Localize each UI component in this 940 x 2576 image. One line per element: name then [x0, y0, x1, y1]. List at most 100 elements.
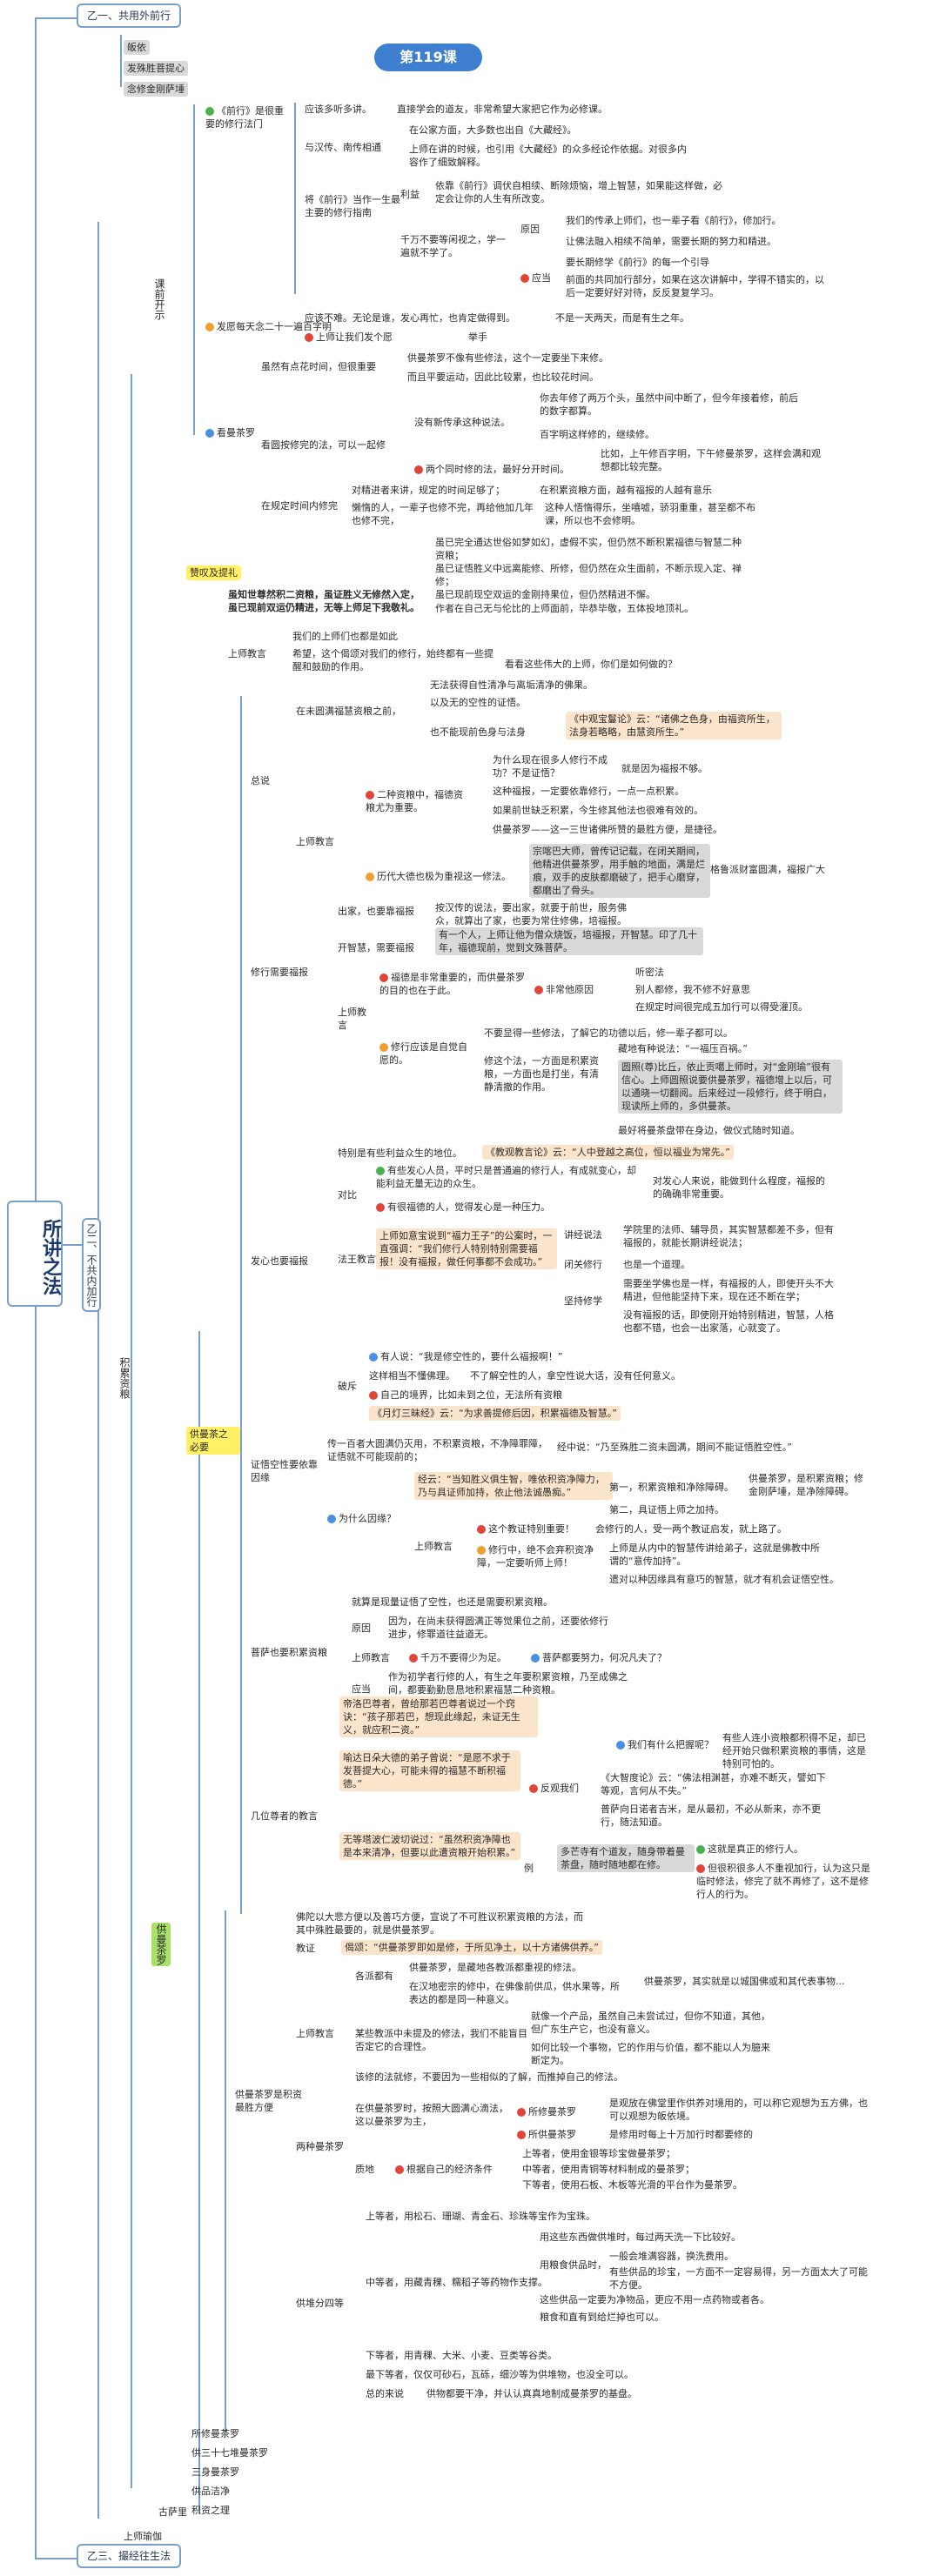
nec-elder-c1b: 但很积很多人不重视加行，认为这只是临时修法，修完了就不再修了，这不是修行人的行为…: [696, 1863, 870, 1900]
nec-proof-head[interactable]: 证悟空性要依靠因缘: [251, 1459, 318, 1483]
nec-need-c1: 福德是非常重要的，而供曼茶罗的目的也在于此。: [379, 972, 525, 996]
nec-need-b[interactable]: 开智慧，需要福报: [338, 942, 414, 953]
mandala-sub-a: 上等者，用松石、珊瑚、青金石、珍珠等宝作为宝珠。: [366, 2211, 595, 2222]
nec-elder-b: 喻达日朵大德的弟子曾说：“是愿不求于发菩提大心，可能未得的福慧不断积福德。”: [339, 1750, 520, 1791]
nec-proof-b[interactable]: 为什么因缘？: [327, 1512, 396, 1525]
nec-fa-d[interactable]: 破斥: [338, 1381, 357, 1392]
bottom-item-2[interactable]: 供三十七堆曼茶罗: [191, 2447, 268, 2459]
top-item-bodhicitta[interactable]: 发殊胜菩提心: [124, 61, 188, 76]
nec-sahu-b[interactable]: 原因: [352, 1623, 371, 1634]
intro-c4-b: 懒惰的人，一辈子也修不完，再给他加几年也修不完，: [352, 502, 534, 526]
intro-label[interactable]: 课前开示: [153, 278, 165, 320]
nec-proof-b-quote: 经云：“当知胜义俱生智，唯依积资净障力，乃与具证师加持，依止他法诚愚痴。”: [414, 1472, 613, 1500]
nec-need-c[interactable]: 上师教言: [338, 1007, 366, 1031]
intro-c3-head[interactable]: 看圆按修完的法，可以一起修: [261, 439, 386, 451]
nec-need-head[interactable]: 修行需要福报: [251, 967, 308, 978]
mandala-two-a1a: 是观放在佛堂里作供养对境用的，可以称它观想为五方佛，也可以观想为皈依境。: [609, 2098, 868, 2122]
nec-fa-c[interactable]: 法王教言: [338, 1254, 376, 1265]
mandala-sub-e[interactable]: 总的来说: [366, 2388, 404, 2399]
nec-g1-head[interactable]: 在未圆满福慧资粮之前，: [296, 706, 401, 717]
mandala-best-head[interactable]: 供曼茶罗是积资最胜方便: [235, 2089, 302, 2113]
nec-sahu-b1: 因为，在尚未获得圆满正等觉果位之前，还要依修行进步，修罪道往益道无。: [388, 1616, 608, 1640]
intro-c3-a[interactable]: 没有新传承这种说法。: [414, 417, 510, 428]
intro-a3-r1: 我们的传承上师们，也一辈子看《前行》，修加行。: [566, 215, 782, 226]
top-item-vajrasattva[interactable]: 念修金刚萨埵: [124, 82, 188, 97]
intro-b1[interactable]: 应该不难。无论是谁，发心再忙，也肯定做得到。: [305, 312, 515, 324]
guru-yoga-label[interactable]: 上师瑜伽: [124, 2531, 162, 2542]
mandala-two-a2[interactable]: 所供曼茶罗: [517, 2128, 576, 2141]
mandala-best-b-quote: 偈颂：“供曼茶罗即如是修，于所见净土，以十方诸佛供养。”: [341, 1940, 602, 1955]
nec-elder-c1a: 这就是真正的修行人。: [696, 1843, 803, 1856]
nec-sahu-d[interactable]: 应当: [352, 1683, 371, 1695]
nec-sahu-d1: 作为初学者行修的人，有生之年要积累资粮，乃至成佛之间，都要勤勤恳恳地积累福慧二种…: [388, 1671, 628, 1696]
bottom-box[interactable]: 乙三、撮经往生法: [77, 2544, 182, 2568]
mandala-two-a1[interactable]: 所修曼茶罗: [517, 2105, 576, 2118]
branch-b2[interactable]: 乙二、不共内加行: [82, 1218, 101, 1312]
mandala-best-c[interactable]: 上师教言: [296, 2028, 334, 2039]
nec-g2-c[interactable]: 历代大德也极为重视这一修法。: [366, 870, 511, 883]
praise-guru-1: 我们的上师们也都是如此: [292, 631, 398, 642]
mandala-label[interactable]: 供曼茶罗: [151, 1923, 171, 1966]
nec-g2-head[interactable]: 上师教言: [296, 836, 334, 847]
nec-general[interactable]: 总说: [251, 775, 270, 786]
nec-sahu-head[interactable]: 菩萨也要积累资粮: [251, 1647, 327, 1658]
mandala-sub-d: 最下等者，仅仅可砂石，瓦砾，细沙等为供堆物，也没全可以。: [366, 2369, 634, 2380]
intro-c4-head[interactable]: 在规定时间内修完: [261, 500, 338, 512]
intro-c3-b[interactable]: 两个同时修的法，最好分开时间。: [414, 463, 569, 476]
bottom-item-4[interactable]: 供品洁净: [191, 2486, 230, 2497]
bottom-item-3[interactable]: 三身曼茶罗: [191, 2466, 239, 2478]
necessity-label[interactable]: 供曼茶之必要: [186, 1427, 240, 1455]
praise-line-1: 虽已完全通达世俗如梦如幻，虚假不实，但仍然不断积累福德与智慧二种资粮；: [435, 537, 742, 561]
intro-a3-r2: 让佛法融入相续不简单，需要长期的努力和精进。: [566, 236, 776, 247]
intro-c-head[interactable]: 虽然有点花时间，但很重要: [261, 361, 376, 372]
nec-elder-c-eg[interactable]: 例: [524, 1863, 534, 1874]
intro-a3-should[interactable]: 应当: [520, 271, 551, 284]
nec-proof-b3a: 这个教证特别重要！: [477, 1522, 574, 1536]
nec-elder-b1[interactable]: 我们有什么把握呢？: [616, 1738, 714, 1751]
praise-guru-head[interactable]: 上师教言: [228, 648, 266, 659]
intro-item-2[interactable]: 发愿每天念二十一遍百字明: [205, 320, 362, 333]
nec-elder-b2[interactable]: 反观我们: [529, 1782, 579, 1795]
nec-g2-a[interactable]: 为什么现在很多人修行不成功？不是证悟？: [493, 754, 608, 779]
mandala-two-b[interactable]: 质地: [355, 2164, 374, 2175]
nec-proof-b3[interactable]: 上师教言: [414, 1541, 453, 1552]
mandala-two-head[interactable]: 两种曼茶罗: [296, 2141, 344, 2152]
accumulate-label[interactable]: 积累资粮: [118, 1357, 131, 1399]
intro-a3-reason[interactable]: 原因: [520, 224, 540, 235]
top-item-refuge[interactable]: 皈依: [124, 40, 150, 55]
nec-fa-head[interactable]: 发心也要福报: [251, 1255, 308, 1267]
nec-fa-b[interactable]: 对比: [338, 1189, 357, 1201]
nec-fa-c3a: 需要坐学佛也是一样，有福报的人，即使开头不大精进，但他能坚持下来，现在还不断在学…: [623, 1278, 834, 1302]
intro-a3-benefit[interactable]: 利益: [400, 189, 420, 200]
mandala-best-b[interactable]: 教证: [296, 1943, 315, 1954]
nec-fa-d1: 这样相当不懂佛理。: [369, 1370, 455, 1382]
nec-need-a1: 按汉传的说法，要出家，就要于前世，服务佛众，就算出了家，也要为常住修佛，培福报。: [435, 902, 627, 927]
nec-need-c2b-1: 圆照(尊)比丘，依止贡噶上师时，对“金刚瑜”很有信心。上师圆照说要供曼茶罗，福德…: [618, 1060, 843, 1114]
intro-item-3[interactable]: 看曼茶罗: [205, 426, 255, 439]
nec-fa-c1[interactable]: 讲经说法: [564, 1229, 602, 1241]
praise-label[interactable]: 赞叹及提礼: [186, 565, 241, 580]
nec-need-c1a[interactable]: 非常他原因: [534, 983, 594, 996]
intro-b2[interactable]: 上师让我们发个愿: [305, 331, 393, 344]
top-box[interactable]: 乙一、共用外前行: [77, 3, 182, 28]
nec-sahu-c[interactable]: 上师教言: [352, 1652, 390, 1663]
nec-fa-c2[interactable]: 闭关修行: [564, 1259, 602, 1270]
ancient-label[interactable]: 古萨里: [158, 2506, 187, 2518]
mandala-best-c1[interactable]: 各派都有: [355, 1970, 393, 1982]
nec-need-a[interactable]: 出家，也要靠福报: [338, 906, 414, 917]
nec-fa-c3[interactable]: 坚持修学: [564, 1295, 602, 1307]
nec-proof-a-quote: 经中说：“乃至殊胜二资未圆满，期间不能证悟胜空性。”: [557, 1442, 792, 1453]
mandala-sub-head[interactable]: 供堆分四等: [296, 2298, 344, 2309]
nec-fa-c1a: 学院里的法师、辅导员，其实智慧都差不多，但有福报的，就能长期讲经说法；: [623, 1224, 834, 1248]
intro-a3[interactable]: 将《前行》当作一生最主要的修行指南: [305, 194, 400, 218]
intro-a2[interactable]: 与汉传、南传相通: [305, 142, 381, 153]
nec-g2-b[interactable]: 二种资粮中，福德资粮尤为重要。: [366, 789, 463, 813]
mandala-best-c3: 该修的法就修，不要因为一些相似的了解，而推掉自己的修法。: [355, 2071, 623, 2083]
nec-elder-head[interactable]: 几位尊者的教言: [251, 1810, 318, 1822]
bottom-item-5[interactable]: 积资之理: [191, 2505, 230, 2516]
intro-a1[interactable]: 应该多听多讲。: [305, 104, 372, 115]
mandala-sub-b3: 这些供品一定要为净物品，更应不用一点药物或者各。: [540, 2294, 769, 2305]
intro-item-1[interactable]: 《前行》是很重要的修行法门: [205, 105, 284, 130]
mandala-best-c1b-r: 供曼茶罗，其实就是以城国佛或和其代表事物...: [644, 1976, 845, 1987]
bottom-item-1[interactable]: 所修曼茶罗: [191, 2428, 239, 2439]
